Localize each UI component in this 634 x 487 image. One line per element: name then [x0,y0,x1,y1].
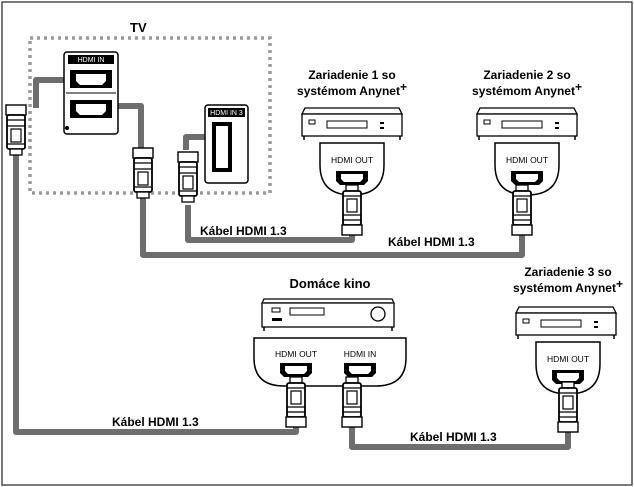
device-2-port: HDMI OUT [506,155,548,165]
cable-label-2: Kábel HDMI 1.3 [388,235,475,249]
cable-tv-hdmi1 [33,77,65,108]
cable-label-1: Kábel HDMI 1.3 [200,224,287,238]
tv-outline [28,36,272,195]
device-3-port: HDMI OUT [547,354,589,364]
cable-label-4: Kábel HDMI 1.3 [410,430,497,444]
cable-tv-hdmi2 [117,103,144,150]
device-2-line2-text: systémom Anynet+ [472,80,582,98]
device-3-line1: Zariadenie 3 so [524,265,611,279]
device-1-line1: Zariadenie 1 so [308,68,395,82]
device-3-sup: + [616,277,623,291]
plug-tv-hdmi-c [177,151,199,203]
home-theater-port-out: HDMI OUT [275,349,317,359]
tv-hdmi-in3-label: HDMI IN 3 [210,110,243,117]
device-3-player [515,306,617,340]
device-1-sup: + [400,80,407,94]
device-2: Zariadenie 2 so systémom Anynet+ HDMI OU… [472,68,582,236]
cable-hometheater-to-device3 [349,423,571,450]
plug-device-1 [341,184,363,236]
cable-tv-to-device2 [140,198,525,258]
cable-tv-to-hometheater [13,150,299,435]
cable-tv-hdmi3 [183,134,210,150]
device-2-player [476,107,578,141]
home-theater: Domáce kino HDMI OUT HDMI IN [253,276,407,428]
plug-home-theater-in [341,376,363,428]
device-1: Zariadenie 1 so systémom Anynet+ HDMI OU… [297,68,407,236]
tv-hdmi3-panel: HDMI IN 3 [204,104,249,184]
device-1-player [301,107,403,141]
plug-tv-hdmi-b [132,147,154,199]
device-3: Zariadenie 3 so systémom Anynet+ HDMI OU… [513,265,623,433]
tv-label: TV [130,20,147,35]
home-theater-port-in: HDMI IN [344,349,377,359]
tv-hdmi-in-label: HDMI IN [78,57,105,64]
home-theater-panel [253,337,407,387]
device-2-line1: Zariadenie 2 so [483,68,570,82]
cable-label-3: Kábel HDMI 1.3 [112,415,199,429]
device-1-port: HDMI OUT [331,155,373,165]
device-2-sup: + [575,80,582,94]
plug-device-2 [511,184,533,236]
plug-device-3 [557,381,579,433]
device-3-line2: systémom Anynet [513,281,616,295]
tv-hdmi-panel: HDMI IN [63,51,119,135]
device-1-line2-text: systémom Anynet+ [297,80,407,98]
device-1-line2: systémom Anynet [297,84,400,98]
home-theater-label: Domáce kino [290,276,371,291]
cable-tv-to-device1 [185,205,355,243]
device-3-line2-text: systémom Anynet+ [513,277,623,295]
device-2-line2: systémom Anynet [472,84,575,98]
plug-tv-hdmi-a [5,104,27,156]
plug-home-theater-out [285,376,307,428]
